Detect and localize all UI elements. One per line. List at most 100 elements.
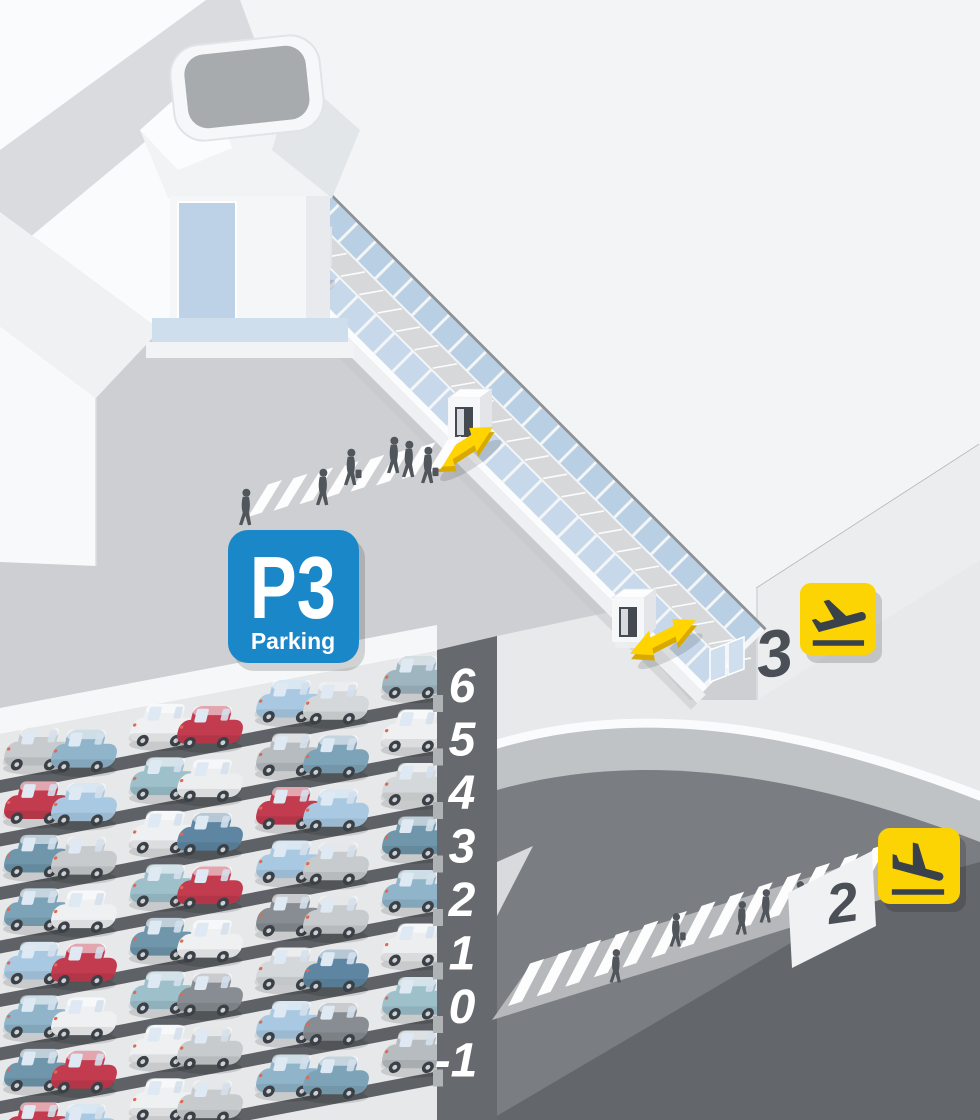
glass-panel [559, 518, 596, 555]
glass-panel [431, 316, 467, 351]
car [301, 842, 369, 890]
luggage [680, 932, 686, 941]
slab-notch [433, 1016, 443, 1033]
glass-panel [578, 463, 614, 498]
glass-panel [522, 481, 559, 518]
glass-panel [503, 463, 540, 500]
terminal-roof [240, 0, 980, 623]
pedestrian [735, 901, 747, 935]
slab-notch [433, 962, 443, 980]
glass-panel [595, 555, 632, 592]
car [301, 735, 369, 783]
glass-panel [375, 334, 412, 371]
car [380, 655, 448, 704]
glass-panel [485, 444, 522, 481]
car [2, 727, 70, 776]
arrivals-sign [878, 828, 966, 912]
crosswalk-stripe [248, 480, 282, 517]
car [301, 1056, 369, 1104]
car [2, 888, 70, 936]
glass-panel [339, 224, 375, 259]
car [301, 682, 369, 730]
garage-level-number: 2 [448, 874, 476, 927]
side-building-roof [0, 212, 160, 398]
terminal-door-pane [727, 635, 745, 677]
glass-panel [633, 518, 669, 554]
garage-level-number: 4 [448, 767, 476, 820]
parking-sign-label: Parking [251, 628, 335, 654]
car [128, 757, 196, 805]
car [49, 729, 117, 778]
glass-panel [689, 573, 724, 609]
car [380, 923, 448, 971]
pedestrian [669, 913, 686, 947]
car [301, 1003, 369, 1051]
car [254, 679, 322, 728]
car [301, 949, 369, 997]
crosswalk-stripe [350, 454, 385, 492]
garage-level-number: 6 [449, 660, 476, 713]
garage-level-number: 1 [449, 928, 476, 981]
car [4, 1102, 70, 1120]
crosswalk-stripe [273, 473, 308, 511]
pedestrian [759, 889, 771, 923]
garage-level-number: 0 [449, 981, 476, 1034]
car [49, 997, 117, 1045]
tower-cap [169, 34, 325, 142]
car [301, 896, 369, 944]
bridge-entrance [446, 388, 494, 448]
glass-panel [577, 536, 614, 573]
car [49, 1050, 117, 1099]
glass-panel [358, 242, 393, 278]
glass-panel [411, 371, 449, 408]
car [175, 973, 243, 1021]
garage-level-number: 3 [449, 821, 476, 874]
garage-level-number: 5 [449, 714, 477, 767]
glass-panel [670, 555, 706, 590]
crosswalk-stripe [593, 930, 630, 978]
control-tower [140, 34, 360, 358]
glass-panel [356, 316, 393, 353]
parking-sign-plate [228, 530, 359, 663]
car [128, 864, 196, 912]
glass-panel [393, 352, 430, 389]
glass-panel [707, 591, 743, 627]
airplane-landing-icon [891, 842, 945, 895]
glass-panel [615, 499, 651, 535]
tower-cap-top [184, 45, 310, 129]
airplane-takeoff-icon [811, 599, 866, 646]
pedestrian [387, 436, 400, 474]
glass-panel [725, 610, 761, 645]
car [175, 812, 243, 861]
car [301, 789, 369, 837]
slab-notch [433, 748, 443, 766]
glass-panel [468, 352, 504, 388]
car [175, 1080, 243, 1120]
car [49, 890, 117, 938]
parking-sign: P3 Parking [228, 530, 365, 671]
slab-notch [433, 909, 443, 926]
parking-garage-cutaway [0, 655, 448, 1120]
bridge-entrance [610, 588, 658, 648]
crosswalk-stripe [376, 448, 410, 486]
car [128, 971, 196, 1019]
car [2, 834, 70, 883]
car [380, 976, 448, 1025]
arrivals-platform [788, 851, 876, 968]
crosswalk-stripe [679, 901, 716, 949]
ramp-wedge [497, 846, 533, 916]
tower-pedestal [146, 342, 354, 358]
glass-panel [486, 371, 522, 406]
car [49, 783, 117, 831]
crosswalk-stripe [427, 435, 462, 473]
car [128, 810, 196, 859]
garage-level-band [437, 636, 497, 1120]
car [254, 947, 322, 995]
curb-line [492, 718, 980, 801]
slab-notch [433, 1069, 443, 1087]
side-building-wall [0, 326, 96, 566]
slab-notch [433, 695, 443, 712]
glass-panel [523, 408, 559, 443]
slab-notch [433, 802, 443, 819]
